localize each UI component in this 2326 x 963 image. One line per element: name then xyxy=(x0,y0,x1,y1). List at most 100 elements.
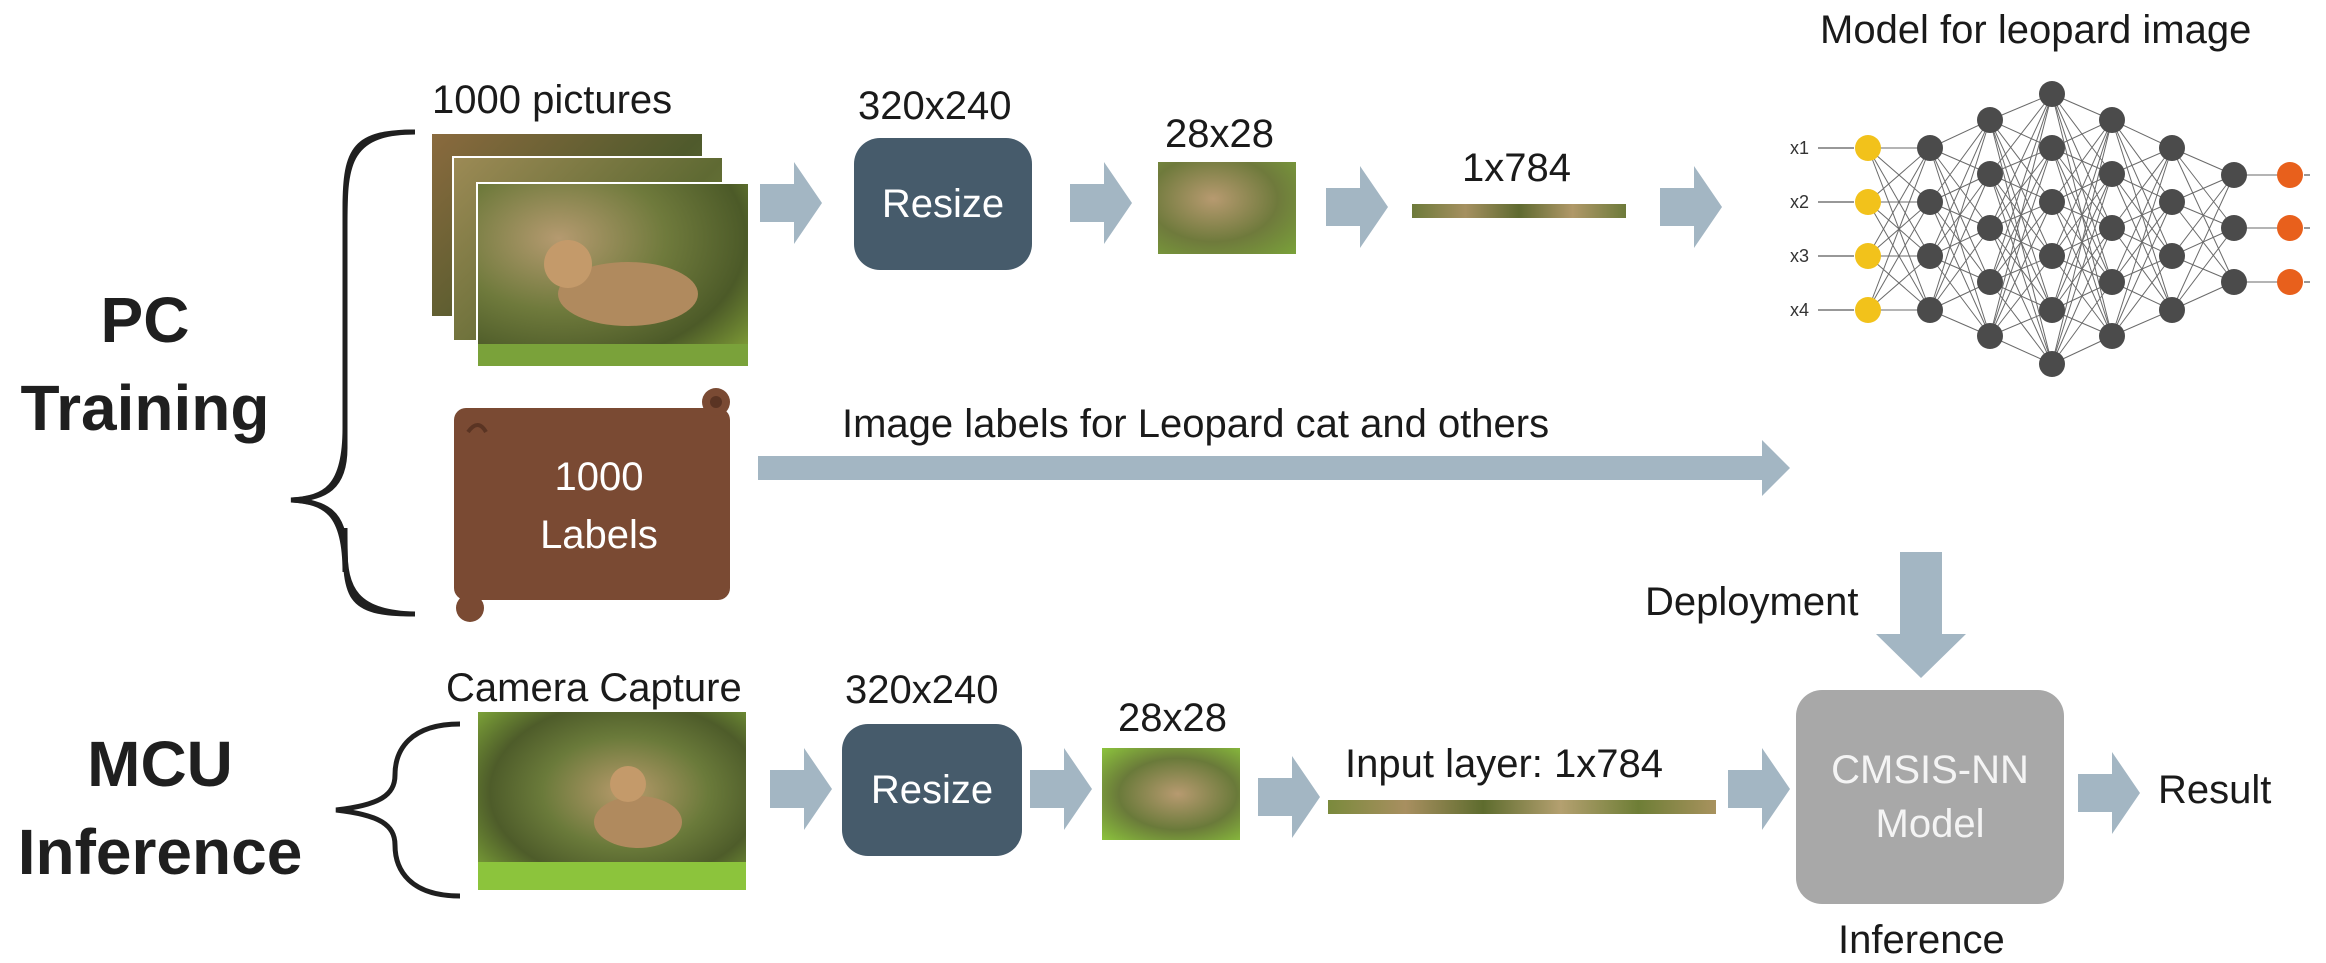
hidden-node xyxy=(2039,81,2065,107)
network-connection xyxy=(1929,119,1991,311)
hidden-node xyxy=(1917,135,1943,161)
image-labels-caption: Image labels for Leopard cat and others xyxy=(842,402,1550,446)
hidden-node xyxy=(1917,189,1943,215)
labels-scroll-text: 1000 Labels xyxy=(454,448,744,564)
network-connection xyxy=(1989,93,2053,283)
hidden-node xyxy=(2099,107,2125,133)
section-mcu-inference: MCU Inference xyxy=(0,720,320,896)
cmsis-nn-label: CMSIS-NN xyxy=(1831,748,2029,792)
network-connection xyxy=(1929,227,1991,311)
network-connection xyxy=(2051,119,2113,203)
output-node xyxy=(2277,162,2303,188)
network-connection xyxy=(1867,147,1931,311)
hidden-node xyxy=(2039,297,2065,323)
network-connection xyxy=(1929,173,1991,311)
network-connection xyxy=(1989,93,2053,337)
pictures-label: 1000 pictures xyxy=(432,78,673,122)
hidden-node xyxy=(1977,215,2003,241)
network-connection xyxy=(1989,255,2053,337)
mcu-resize-box: Resize xyxy=(842,724,1022,856)
input-node-label: x2 xyxy=(1790,192,1809,212)
network-connection xyxy=(1867,201,1931,311)
hidden-node xyxy=(2221,215,2247,241)
mcu-label: MCU xyxy=(87,728,233,800)
network-connection xyxy=(2111,147,2173,229)
leopard-shape xyxy=(478,766,746,890)
network-connection xyxy=(1929,119,1991,203)
right-arrow-icon xyxy=(1326,166,1388,248)
network-connection xyxy=(2051,119,2113,365)
right-arrow-icon xyxy=(1660,166,1722,248)
hidden-node xyxy=(2099,161,2125,187)
hidden-node xyxy=(1917,243,1943,269)
network-connection xyxy=(2111,147,2173,283)
input-node xyxy=(1855,297,1881,323)
right-arrow-icon xyxy=(1258,756,1320,838)
deployment-label: Deployment xyxy=(1645,580,1859,624)
hidden-node xyxy=(2039,135,2065,161)
hidden-node xyxy=(2099,215,2125,241)
hidden-node xyxy=(1977,107,2003,133)
result-label: Result xyxy=(2158,768,2272,812)
model-label: Model xyxy=(1875,802,1985,846)
scroll-icon xyxy=(454,388,730,622)
hidden-node xyxy=(2099,269,2125,295)
hidden-node xyxy=(2039,243,2065,269)
network-connection xyxy=(2171,174,2235,257)
network-connection xyxy=(2051,227,2113,365)
pc-label: PC xyxy=(100,284,190,356)
input-layer-label: Input layer: 1x784 xyxy=(1345,742,1663,786)
hidden-node xyxy=(1917,297,1943,323)
hidden-node xyxy=(2221,269,2247,295)
output-node xyxy=(2277,269,2303,295)
feature-vector-strip xyxy=(1412,204,1626,218)
vector-size-label: 1x784 xyxy=(1462,146,1571,190)
hidden-node xyxy=(1977,323,2003,349)
input-node xyxy=(1855,189,1881,215)
input-node-label: x1 xyxy=(1790,138,1809,158)
labels-count: 1000 xyxy=(554,455,644,499)
neural-network-diagram: x1 x2 x3 x4 xyxy=(1790,81,2310,377)
network-connection xyxy=(2051,119,2113,257)
section-pc-training: PC Training xyxy=(10,276,280,452)
right-arrow-icon xyxy=(1070,162,1132,244)
hidden-node xyxy=(2221,162,2247,188)
camera-capture-label: Camera Capture xyxy=(446,666,742,710)
network-connection xyxy=(2051,119,2113,311)
output-node xyxy=(2277,215,2303,241)
hidden-node xyxy=(2159,189,2185,215)
right-arrow-icon xyxy=(760,162,822,244)
network-connection xyxy=(1867,147,1931,257)
resize-box: Resize xyxy=(854,138,1032,270)
cmsis-nn-model-box: CMSIS-NN Model xyxy=(1796,690,2064,904)
right-arrow-icon xyxy=(758,440,1790,496)
leopard-shape xyxy=(478,240,748,366)
network-connection xyxy=(1989,93,2053,229)
right-arrow-icon xyxy=(770,748,832,830)
input-layer-strip xyxy=(1328,800,1716,814)
network-connection xyxy=(1989,201,2053,337)
curly-brace-icon xyxy=(290,129,416,617)
right-arrow-icon xyxy=(1728,748,1790,830)
resize-size-label: 320x240 xyxy=(858,84,1012,128)
input-node-label: x4 xyxy=(1790,300,1809,320)
mcu-small-size-label: 28x28 xyxy=(1118,696,1227,740)
network-connection xyxy=(2051,281,2113,365)
network-connection xyxy=(2111,201,2173,337)
hidden-node xyxy=(1977,161,2003,187)
network-connection xyxy=(1989,147,2053,337)
hidden-node xyxy=(2099,323,2125,349)
hidden-node xyxy=(2159,135,2185,161)
camera-photo xyxy=(478,712,746,890)
network-connection xyxy=(1867,255,1931,311)
network-connection xyxy=(2111,255,2173,337)
hidden-node xyxy=(2159,243,2185,269)
inference-caption: Inference xyxy=(1838,918,2005,962)
network-connection xyxy=(1867,147,1931,203)
model-title: Model for leopard image xyxy=(1820,8,2252,52)
network-connection xyxy=(1989,93,2053,175)
input-node-label: x3 xyxy=(1790,246,1809,266)
hidden-node xyxy=(2039,189,2065,215)
right-arrow-icon xyxy=(1030,748,1092,830)
curly-brace-icon xyxy=(335,721,461,899)
